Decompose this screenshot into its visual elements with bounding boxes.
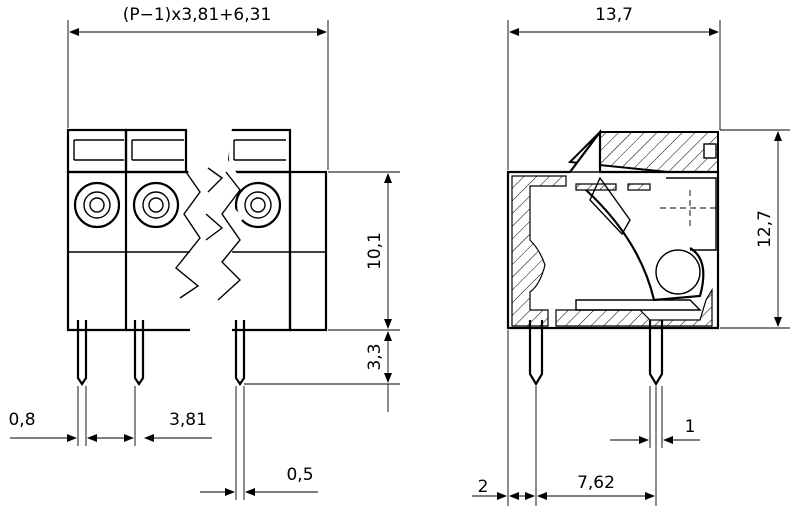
front-pins <box>76 320 246 386</box>
label-body-height: 10,1 <box>365 232 385 270</box>
label-pin-diameter: 1 <box>685 417 696 437</box>
label-pin-height: 3,3 <box>365 343 385 370</box>
front-screw-holes <box>73 181 282 229</box>
label-depth: 13,7 <box>595 5 633 25</box>
front-view <box>66 128 328 386</box>
label-pin-thickness: 0,8 <box>8 410 35 430</box>
label-overall-height: 12,7 <box>755 210 775 248</box>
dimension-lines <box>10 20 790 506</box>
label-pin-spacing: 7,62 <box>577 473 615 493</box>
front-break-lines <box>175 128 244 310</box>
side-view <box>506 128 720 387</box>
label-pin-to-edge: 2 <box>478 477 489 497</box>
label-total-width: (P−1)x3,81+6,31 <box>123 5 272 25</box>
front-top-caps <box>66 128 292 174</box>
dimension-labels: (P−1)x3,81+6,31 13,7 10,1 3,3 12,7 0,8 3… <box>8 5 775 497</box>
front-body <box>66 170 328 332</box>
label-pin-width: 0,5 <box>286 465 313 485</box>
label-pitch: 3,81 <box>169 410 207 430</box>
spring-clamp <box>575 176 716 311</box>
side-pins <box>528 320 664 387</box>
